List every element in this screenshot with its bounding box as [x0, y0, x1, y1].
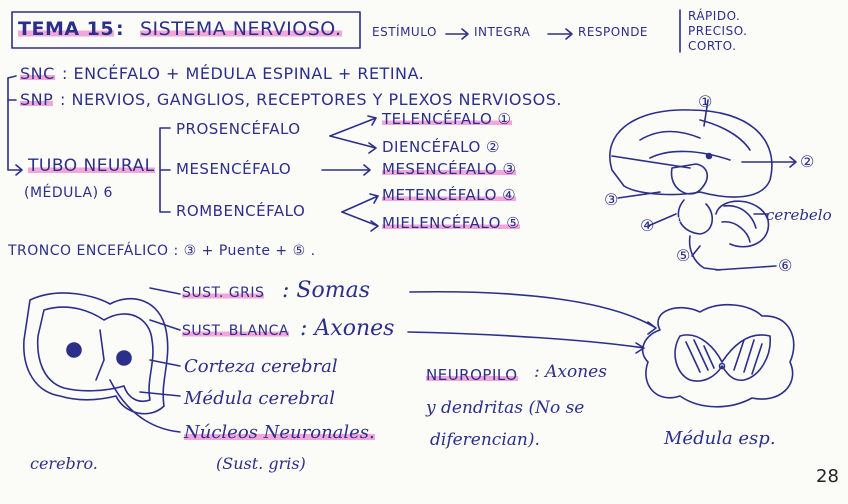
- nucleos-neuronales: Núcleos Neuronales.: [184, 422, 375, 443]
- flow-arrow-1: [445, 28, 469, 40]
- rombencefalo: ROMBENCÉFALO: [176, 202, 306, 220]
- title-colon: :: [116, 18, 125, 40]
- neuropilo-line-2: y dendritas (No se: [426, 398, 585, 418]
- diencefalo: DIENCÉFALO ②: [382, 138, 500, 156]
- title-text: SISTEMA NERVIOSO.: [140, 18, 342, 40]
- arrow-die: [329, 135, 377, 154]
- cerebro-label: cerebro.: [30, 454, 98, 473]
- page-number: 28: [816, 466, 839, 487]
- flow-arrow-2: [547, 28, 573, 40]
- neuropilo-line-3: diferencian).: [430, 430, 540, 450]
- flow-integra: INTEGRA: [474, 25, 531, 39]
- mielencefalo: MIELENCÉFALO ⑤: [382, 214, 521, 232]
- prosencefalo: PROSENCÉFALO: [176, 120, 301, 138]
- brain-label-6: ⑥: [778, 256, 793, 275]
- cerebelo-label: cerebelo: [766, 206, 832, 224]
- cerebro-section: [23, 287, 181, 433]
- snc-label: SNC: [20, 64, 55, 83]
- link-gris: [409, 290, 657, 335]
- sust-blanca-value: : Axones: [300, 316, 395, 341]
- tubo-brace: [159, 127, 171, 213]
- metencefalo: METENCÉFALO ④: [382, 186, 517, 204]
- nucleos-sub: (Sust. gris): [216, 454, 306, 473]
- sust-blanca-label: SUST. BLANCA: [182, 323, 289, 339]
- snc-bracket: [7, 77, 23, 176]
- snc-text: : ENCÉFALO + MÉDULA ESPINAL + RETINA.: [62, 64, 425, 83]
- mesencefalo: MESENCÉFALO: [176, 160, 292, 178]
- medula-section: [642, 303, 795, 408]
- flow-responde: RESPONDE: [578, 25, 649, 39]
- tubo-neural-sub: (MÉDULA) 6: [24, 185, 113, 201]
- sust-gris-label: SUST. GRIS: [182, 285, 265, 301]
- puente-label: Puente: [676, 217, 712, 228]
- neuropilo-label: NEUROPILO: [426, 366, 518, 384]
- brain-arrow-2: [741, 156, 797, 168]
- arrow-meso: [321, 164, 371, 176]
- medula-cerebral: Médula cerebral: [184, 388, 336, 409]
- snp-label: SNP: [20, 90, 54, 109]
- arrow-tel: [329, 115, 377, 137]
- medula-esp-label: Médula esp.: [664, 428, 776, 449]
- telencefalo: TELENCÉFALO ①: [382, 110, 512, 128]
- brain-label-1: ①: [698, 92, 713, 111]
- link-blanca: [407, 331, 645, 354]
- flow-estimulo: ESTÍMULO: [372, 25, 437, 39]
- brain-sketch: [609, 99, 797, 271]
- mesencefalo-2: MESENCÉFALO ③: [382, 160, 517, 178]
- title-label: TEMA 15: [18, 18, 115, 40]
- trait-preciso: PRECISO.: [688, 24, 748, 38]
- neuropilo-line-1: : Axones: [534, 362, 607, 382]
- trait-corto: CORTO.: [688, 39, 737, 53]
- title-box: [11, 11, 361, 49]
- arrow-met: [341, 193, 379, 213]
- trait-rapido: RÁPIDO.: [688, 9, 741, 23]
- snp-text: : NERVIOS, GANGLIOS, RECEPTORES Y PLEXOS…: [60, 90, 563, 109]
- tronco-encefalico: TRONCO ENCEFÁLICO : ③ + Puente + ⑤ .: [8, 243, 316, 259]
- arrow-mie: [341, 211, 379, 232]
- brain-label-2: ②: [800, 152, 815, 171]
- tubo-neural-label: TUBO NEURAL: [28, 156, 155, 176]
- corteza-cerebral: Corteza cerebral: [184, 356, 338, 377]
- sust-gris-value: : Somas: [282, 278, 370, 303]
- brain-label-4: ④: [640, 216, 655, 235]
- brain-label-3: ③: [604, 190, 619, 209]
- brain-label-5: ⑤: [676, 246, 691, 265]
